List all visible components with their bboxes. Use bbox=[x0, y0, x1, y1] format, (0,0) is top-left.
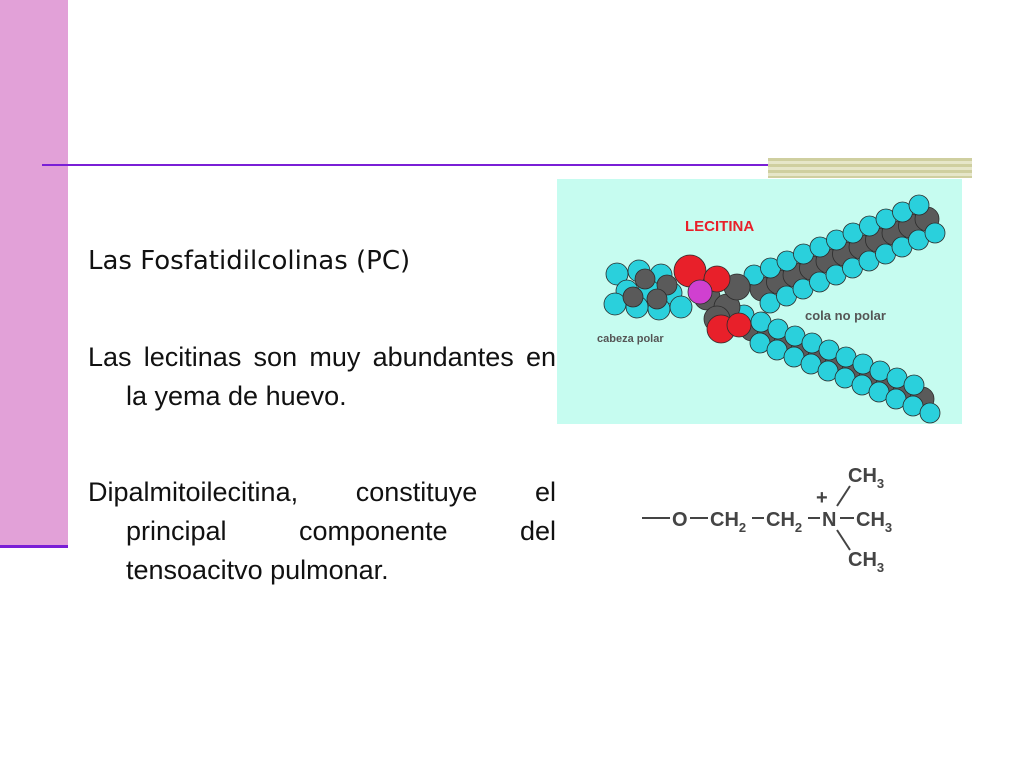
choline-formula-svg: O CH2 CH2 N + CH3 CH3 CH3 bbox=[642, 465, 892, 575]
oxygen-atom bbox=[726, 312, 752, 338]
title-rule bbox=[42, 164, 972, 166]
methyl-right: CH3 bbox=[856, 509, 892, 535]
hydrogen-atom bbox=[903, 374, 925, 396]
slide-heading: Las Fosfatidilcolinas (PC) bbox=[88, 246, 411, 276]
paragraph-dipalmitoilecitina: Dipalmitoilecitina, constituye el princi… bbox=[88, 477, 556, 585]
hydrogen-atom bbox=[669, 295, 693, 319]
methyl-bottom: CH3 bbox=[848, 549, 884, 575]
sidebar-edge bbox=[0, 545, 68, 548]
label-tail: cola no polar bbox=[805, 308, 886, 323]
phosphorus-atom bbox=[687, 279, 713, 305]
bond-n-methyl-top bbox=[836, 485, 851, 507]
hydrogen-atom bbox=[919, 402, 941, 424]
carbon-atom bbox=[622, 286, 644, 308]
molecule-atoms bbox=[603, 194, 946, 424]
hydrogen-atom bbox=[605, 262, 629, 286]
hydrogen-atom bbox=[924, 222, 946, 244]
rule-accent-block bbox=[768, 158, 972, 178]
carbon-atom bbox=[646, 288, 668, 310]
paragraph-lecitinas: Las lecitinas son muy abundantes en la y… bbox=[88, 342, 556, 411]
carbon-atom bbox=[634, 268, 656, 290]
sidebar-decoration bbox=[0, 0, 68, 545]
lecithin-model-svg: LECITINA cola no polar cabeza polar bbox=[597, 194, 946, 424]
figure-title: LECITINA bbox=[685, 218, 754, 235]
oxygen-atom: O bbox=[672, 509, 688, 531]
nitrogen-atom: N bbox=[822, 509, 836, 531]
positive-charge: + bbox=[816, 487, 828, 509]
label-head: cabeza polar bbox=[597, 333, 664, 345]
bond-n-methyl-bottom bbox=[836, 529, 851, 551]
hydrogen-atom bbox=[908, 194, 930, 216]
lecithin-model-figure: LECITINA cola no polar cabeza polar bbox=[557, 179, 962, 424]
methylene-1: CH2 bbox=[710, 509, 746, 535]
methylene-2: CH2 bbox=[766, 509, 802, 535]
methyl-top: CH3 bbox=[848, 465, 884, 491]
choline-formula: O CH2 CH2 N + CH3 CH3 CH3 bbox=[640, 456, 920, 586]
